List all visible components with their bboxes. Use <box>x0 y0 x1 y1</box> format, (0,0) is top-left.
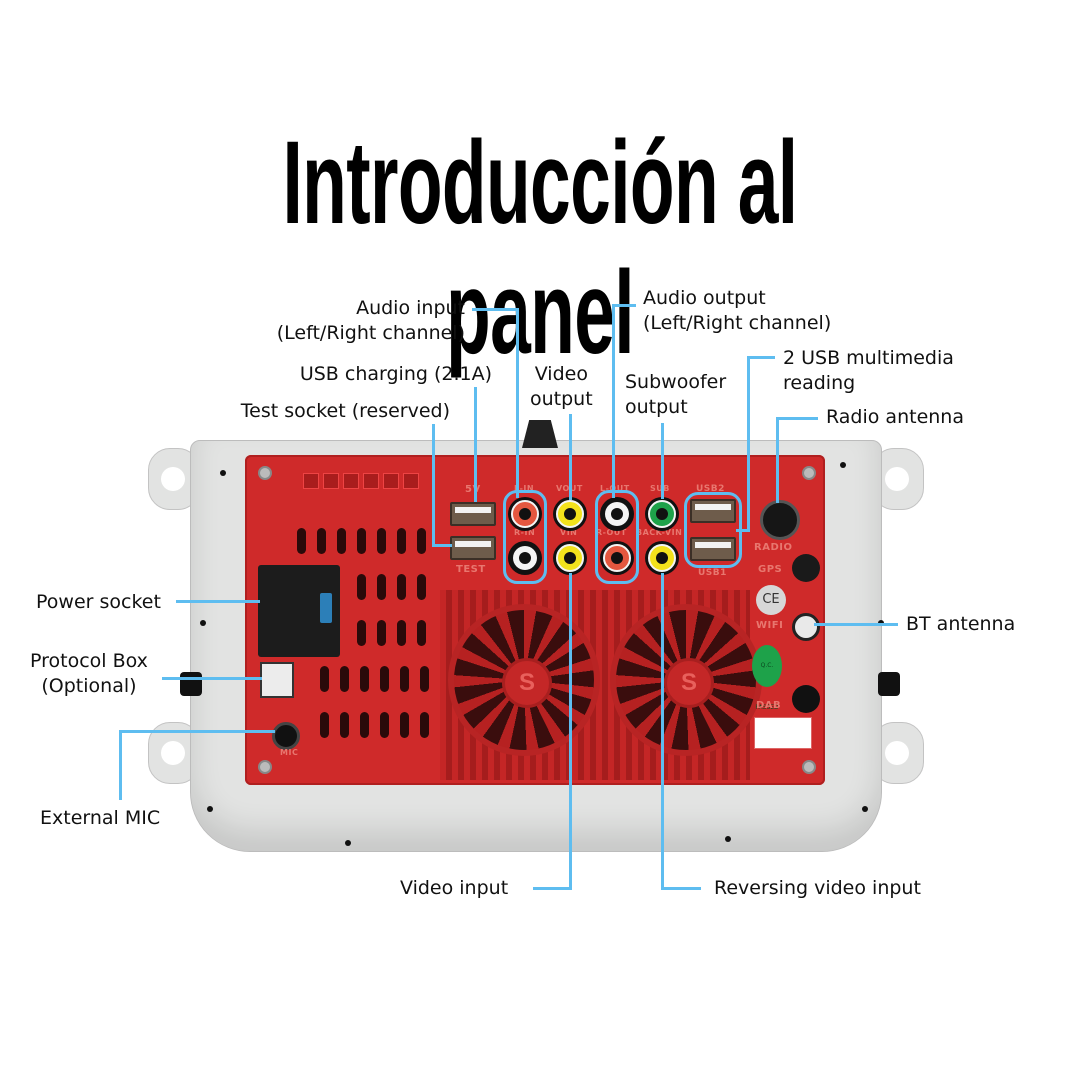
side-clip-right <box>878 672 900 696</box>
frame-hole <box>840 462 846 468</box>
label-usb-charging: USB charging (2.1A) <box>299 363 492 385</box>
usb-5v-marking: 5V <box>465 484 481 495</box>
screw <box>258 760 272 774</box>
frame-hole <box>862 806 868 812</box>
frame-hole <box>200 620 206 626</box>
video-in-jack <box>553 541 587 575</box>
usb-charging-port <box>450 502 496 526</box>
top-clip <box>522 420 558 448</box>
radio-antenna-socket <box>760 500 800 540</box>
label-video-input: Video input <box>400 877 509 899</box>
frame-hole <box>725 836 731 842</box>
protocol-box-connector <box>260 662 294 698</box>
page-title: Introducción al panel <box>282 117 798 379</box>
side-clip-left <box>180 672 202 696</box>
qc-passed-sticker: Q.C. PASSED <box>752 645 782 711</box>
cooling-fan-left: S <box>448 604 600 756</box>
mic-marking: MIC <box>280 748 299 757</box>
video-out-jack <box>553 497 587 531</box>
fuse <box>320 593 332 623</box>
dab-socket <box>792 685 820 713</box>
gps-socket <box>792 554 820 582</box>
frame-hole <box>207 806 213 812</box>
test-usb-port <box>450 536 496 560</box>
label-subwoofer-output: Subwoofer output <box>625 371 727 418</box>
label-video-output: Video output <box>530 363 593 410</box>
label-audio-output: Audio output (Left/Right channel) <box>643 287 832 334</box>
cooling-fan-right: S <box>610 604 762 756</box>
screw <box>802 760 816 774</box>
mic-jack <box>272 722 300 750</box>
frame-hole <box>220 470 226 476</box>
label-external-mic: External MIC <box>40 807 161 829</box>
audio-in-highlight <box>503 490 547 584</box>
label-bt-antenna: BT antenna <box>906 613 1016 635</box>
reversing-video-jack <box>645 541 679 575</box>
label-radio-antenna: Radio antenna <box>826 406 964 428</box>
audio-out-right-jack <box>600 541 634 575</box>
screw <box>258 466 272 480</box>
test-marking: TEST <box>456 564 486 575</box>
bt-antenna-socket <box>792 613 820 641</box>
ce-mark: CE <box>756 585 786 615</box>
subwoofer-jack <box>645 497 679 531</box>
screw <box>802 466 816 480</box>
label-audio-input: Audio input (Left/Right channel) <box>276 297 465 344</box>
label-test-socket: Test socket (reserved) <box>240 400 450 422</box>
frame-hole <box>345 840 351 846</box>
usb-multimedia-highlight <box>684 492 742 568</box>
spec-sticker <box>754 717 812 749</box>
audio-out-highlight <box>595 490 639 584</box>
audio-in-right-jack <box>508 541 542 575</box>
label-usb-multimedia: 2 USB multimedia reading <box>783 347 954 394</box>
label-protocol-box: Protocol Box (Optional) <box>30 650 148 697</box>
label-reversing-video-input: Reversing video input <box>714 877 921 899</box>
label-power-socket: Power socket <box>36 591 161 613</box>
